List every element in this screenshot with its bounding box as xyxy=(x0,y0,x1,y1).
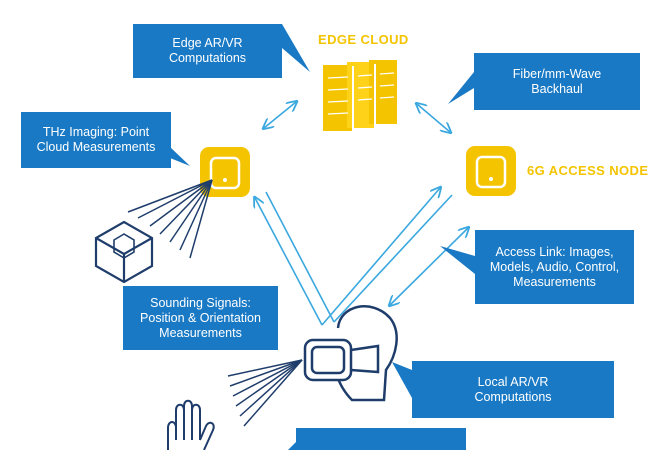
access-node-label: 6G ACCESS NODE xyxy=(527,163,648,178)
wireframe-cube-icon xyxy=(94,220,154,284)
callout-local-ar-vr: Local AR/VR Computations xyxy=(412,361,614,418)
callout-backhaul-text: Fiber/mm-Wave Backhaul xyxy=(512,66,602,96)
callout-thz-imaging: THz Imaging: Point Cloud Measurements xyxy=(21,112,171,168)
access-node-icon xyxy=(200,147,250,197)
callout-sounding-text: Sounding Signals: Position & Orientation… xyxy=(140,295,261,340)
callout-thz-imaging-text: THz Imaging: Point Cloud Measurements xyxy=(36,125,156,154)
callout-backhaul: Fiber/mm-Wave Backhaul xyxy=(474,53,640,110)
callout-edge-ar-vr: Edge AR/VR Computations xyxy=(133,24,282,78)
callout-access-link-text: Access Link: Images, Models, Audio, Cont… xyxy=(489,244,620,289)
callout-edge-ar-vr-text: Edge AR/VR Computations xyxy=(168,36,247,65)
link-arrows xyxy=(255,102,468,326)
access-node-icon xyxy=(466,146,516,196)
bottom-callout-partial xyxy=(296,428,466,450)
server-rack-icon xyxy=(323,60,397,131)
thz-beam-lines xyxy=(127,179,213,259)
callout-access-link: Access Link: Images, Models, Audio, Cont… xyxy=(475,230,634,304)
callout-local-ar-vr-text: Local AR/VR Computations xyxy=(474,374,552,404)
callout-sounding: Sounding Signals: Position & Orientation… xyxy=(123,286,278,350)
edge-cloud-label: EDGE CLOUD xyxy=(318,32,409,47)
vr-headset-icon xyxy=(303,305,398,402)
hand-icon xyxy=(167,399,215,450)
hand-beam-lines xyxy=(227,359,303,427)
